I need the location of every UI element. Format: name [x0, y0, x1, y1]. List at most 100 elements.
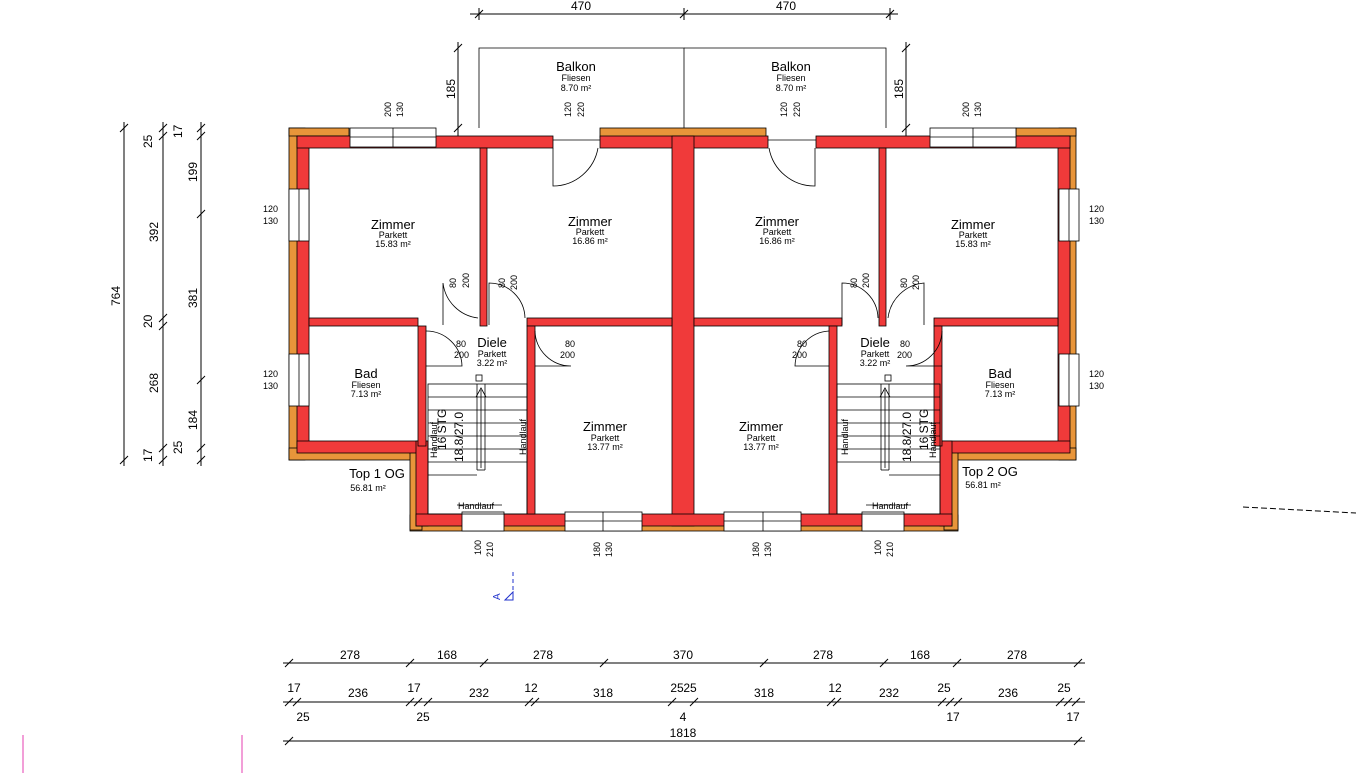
svg-text:20: 20	[141, 314, 155, 328]
svg-text:4: 4	[680, 710, 687, 724]
stair-steps: 16 STG	[435, 409, 449, 450]
svg-text:200: 200	[461, 273, 471, 288]
room-area: 8.70 m²	[561, 83, 592, 93]
stray-lines	[22, 506, 1356, 773]
svg-text:130: 130	[263, 381, 278, 391]
svg-text:200: 200	[792, 350, 807, 360]
room-floor: Fliesen	[776, 73, 805, 83]
svg-text:25: 25	[416, 710, 430, 724]
section-marker: A	[492, 572, 514, 601]
dim-label: 185	[444, 79, 458, 99]
svg-text:278: 278	[533, 648, 553, 662]
room-floor: Parkett	[763, 227, 792, 237]
unit-area: 56.81 m²	[965, 480, 1001, 490]
handrail-label: Handlauf	[840, 418, 850, 455]
room-area: 3.22 m²	[477, 358, 508, 368]
svg-text:12: 12	[828, 681, 842, 695]
svg-text:100: 100	[473, 540, 483, 555]
svg-text:200: 200	[509, 275, 519, 290]
room-floor: Parkett	[747, 433, 776, 443]
svg-text:220: 220	[792, 102, 802, 117]
unit-area: 56.81 m²	[350, 483, 386, 493]
room-name: Balkon	[771, 59, 811, 74]
svg-text:100: 100	[873, 540, 883, 555]
windows	[288, 127, 1080, 532]
svg-text:130: 130	[763, 542, 773, 557]
svg-text:232: 232	[879, 686, 899, 700]
svg-text:168: 168	[437, 648, 457, 662]
svg-text:168: 168	[910, 648, 930, 662]
dim-left	[119, 122, 206, 466]
stair-left	[427, 383, 528, 515]
room-name: Zimmer	[583, 419, 628, 434]
svg-text:200: 200	[383, 102, 393, 117]
svg-text:130: 130	[263, 216, 278, 226]
svg-text:236: 236	[348, 686, 368, 700]
room-name: Diele	[860, 335, 890, 350]
svg-text:80: 80	[849, 278, 859, 288]
svg-text:184: 184	[186, 410, 200, 430]
stair-start-marker	[475, 374, 483, 382]
svg-text:80: 80	[448, 278, 458, 288]
room-floor: Fliesen	[351, 380, 380, 390]
stair-start-marker	[884, 374, 892, 382]
svg-text:120: 120	[1089, 204, 1104, 214]
svg-text:318: 318	[754, 686, 774, 700]
svg-text:278: 278	[340, 648, 360, 662]
svg-text:17: 17	[407, 681, 421, 695]
room-area: 15.83 m²	[375, 239, 411, 249]
svg-text:268: 268	[147, 373, 161, 393]
svg-text:25: 25	[1057, 681, 1071, 695]
svg-text:25: 25	[937, 681, 951, 695]
svg-text:370: 370	[673, 648, 693, 662]
room-area: 3.22 m²	[860, 358, 891, 368]
room-floor: Parkett	[576, 227, 605, 237]
dim-label: 470	[571, 0, 591, 13]
stair-steps: 16 STG	[917, 409, 931, 450]
svg-text:80: 80	[797, 339, 807, 349]
svg-text:25: 25	[171, 440, 185, 454]
svg-text:210: 210	[885, 542, 895, 557]
svg-text:200: 200	[454, 350, 469, 360]
room-name: Zimmer	[755, 214, 800, 229]
dim-bottom-labels: 278 168 278 370 278 168 278 17 236 17 23…	[287, 648, 1080, 740]
svg-text:130: 130	[1089, 216, 1104, 226]
dim-label: 185	[892, 79, 906, 99]
svg-text:120: 120	[1089, 369, 1104, 379]
room-area: 7.13 m²	[351, 389, 382, 399]
svg-text:1818: 1818	[670, 726, 697, 740]
handrail-label: Handlauf	[872, 501, 909, 511]
dim-left-labels: 764 25 392 20 268 17 17 199 381 184 25	[109, 124, 200, 462]
svg-text:120: 120	[563, 102, 573, 117]
opening-dims: 200 130 200 130 120 130 120 130 120 130 …	[263, 102, 1104, 557]
room-floor: Parkett	[591, 433, 620, 443]
svg-text:210: 210	[485, 542, 495, 557]
unit-2-labels: Balkon Fliesen 8.70 m² Zimmer Parkett 16…	[739, 59, 1018, 490]
svg-text:180: 180	[751, 542, 761, 557]
svg-text:80: 80	[497, 278, 507, 288]
svg-text:130: 130	[1089, 381, 1104, 391]
room-area: 16.86 m²	[759, 236, 795, 246]
svg-text:17: 17	[946, 710, 960, 724]
balconies	[478, 47, 887, 128]
svg-text:80: 80	[565, 339, 575, 349]
unit-1-labels: Balkon Fliesen 8.70 m² Zimmer Parkett 15…	[349, 59, 628, 493]
room-area: 15.83 m²	[955, 239, 991, 249]
svg-text:130: 130	[395, 102, 405, 117]
room-name: Bad	[988, 366, 1011, 381]
stair-rise: 18.8/27.0	[900, 412, 914, 462]
handrail-label: Handlauf	[928, 421, 938, 458]
room-name: Zimmer	[739, 419, 784, 434]
svg-text:200: 200	[961, 102, 971, 117]
room-floor: Parkett	[959, 230, 988, 240]
dim-bottom	[283, 658, 1085, 746]
svg-text:318: 318	[593, 686, 613, 700]
room-area: 7.13 m²	[985, 389, 1016, 399]
svg-text:17: 17	[1066, 710, 1080, 724]
svg-text:220: 220	[576, 102, 586, 117]
stair-rise: 18.8/27.0	[452, 412, 466, 462]
dim-top	[453, 8, 911, 136]
svg-text:278: 278	[813, 648, 833, 662]
svg-text:120: 120	[263, 204, 278, 214]
